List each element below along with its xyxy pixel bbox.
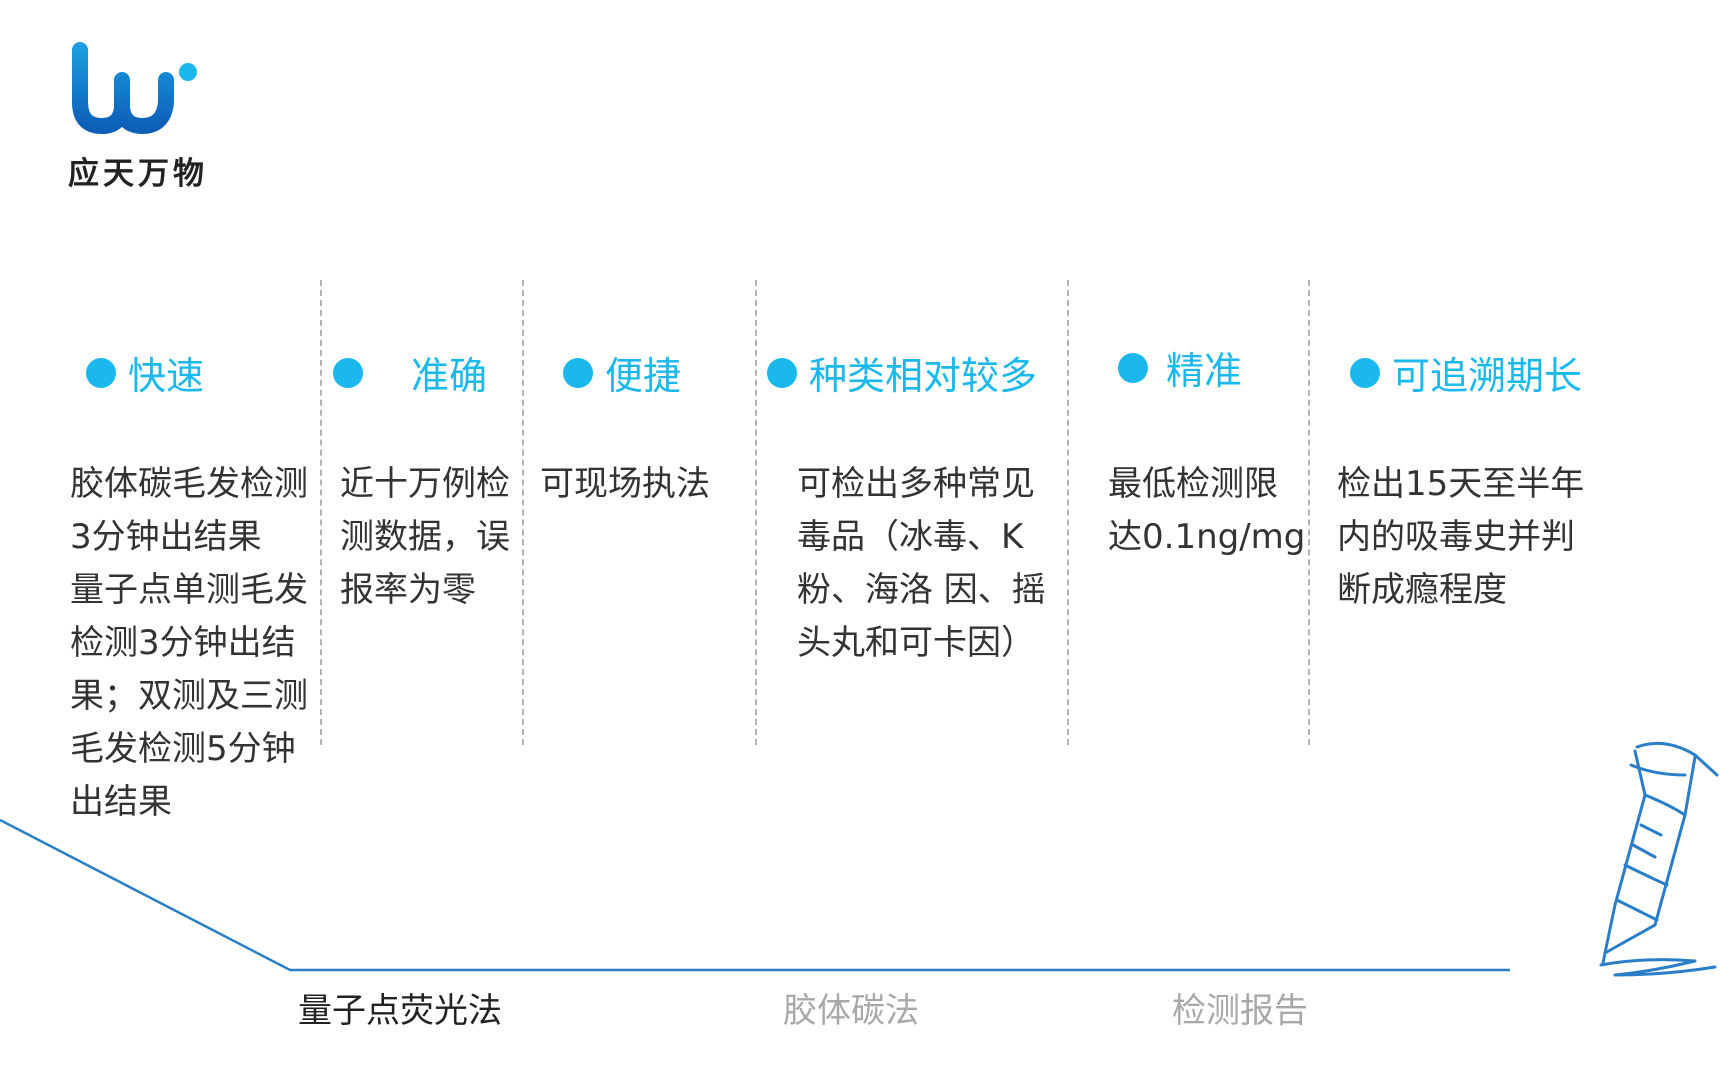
feature-heading-variety: 种类相对较多 [767, 345, 1037, 400]
feature-desc-precise: 最低检测限 达0.1ng/mg [1108, 464, 1306, 557]
bullet-dot-icon [333, 357, 363, 388]
feature-heading-fast: 快速 [86, 345, 204, 400]
feature-desc-accurate: 近十万例检 测数据，误 报率为零 [340, 464, 510, 610]
column-divider [1308, 280, 1310, 745]
feature-title: 便捷 [605, 354, 682, 398]
feature-title: 准确 [411, 354, 488, 398]
column-divider [1067, 280, 1069, 745]
bullet-dot-icon [86, 357, 116, 388]
feature-heading-convenient: 便捷 [563, 345, 681, 400]
feature-desc-variety: 可检出多种常见 毒品（冰毒、K 粉、海洛 因、摇 头丸和可卡因） [797, 464, 1046, 663]
brand-logo-icon [72, 42, 197, 135]
brand-name: 应天万物 [68, 156, 208, 192]
feature-desc-fast: 胶体碳毛发检测 3分钟出结果 量子点单测毛发 检测3分钟出结 果；双测及三测 毛… [70, 464, 308, 822]
feature-desc-convenient: 可现场执法 [540, 464, 710, 504]
feature-title: 快速 [128, 354, 205, 398]
bullet-dot-icon [1118, 352, 1148, 383]
decorative-baseline [0, 818, 1510, 972]
feature-title: 精准 [1166, 349, 1243, 393]
feature-desc-traceable: 检出15天至半年 内的吸毒史并判 断成瘾程度 [1337, 464, 1585, 610]
bullet-dot-icon [767, 357, 797, 388]
tab-quantum-dot[interactable]: 量子点荧光法 [298, 991, 502, 1031]
column-divider [320, 280, 322, 745]
column-divider [755, 280, 757, 745]
feature-title: 种类相对较多 [809, 354, 1038, 398]
bullet-dot-icon [563, 357, 593, 388]
column-divider [522, 280, 524, 745]
feature-title: 可追溯期长 [1392, 354, 1583, 398]
pen-sketch-icon [1599, 741, 1719, 977]
bullet-dot-icon [1350, 357, 1380, 388]
feature-heading-precise: 精准 [1118, 340, 1242, 395]
tab-colloidal-carbon[interactable]: 胶体碳法 [783, 991, 919, 1031]
tab-test-report[interactable]: 检测报告 [1172, 991, 1308, 1031]
feature-heading-traceable: 可追溯期长 [1350, 345, 1582, 400]
feature-heading-accurate: 准确 [333, 345, 487, 400]
